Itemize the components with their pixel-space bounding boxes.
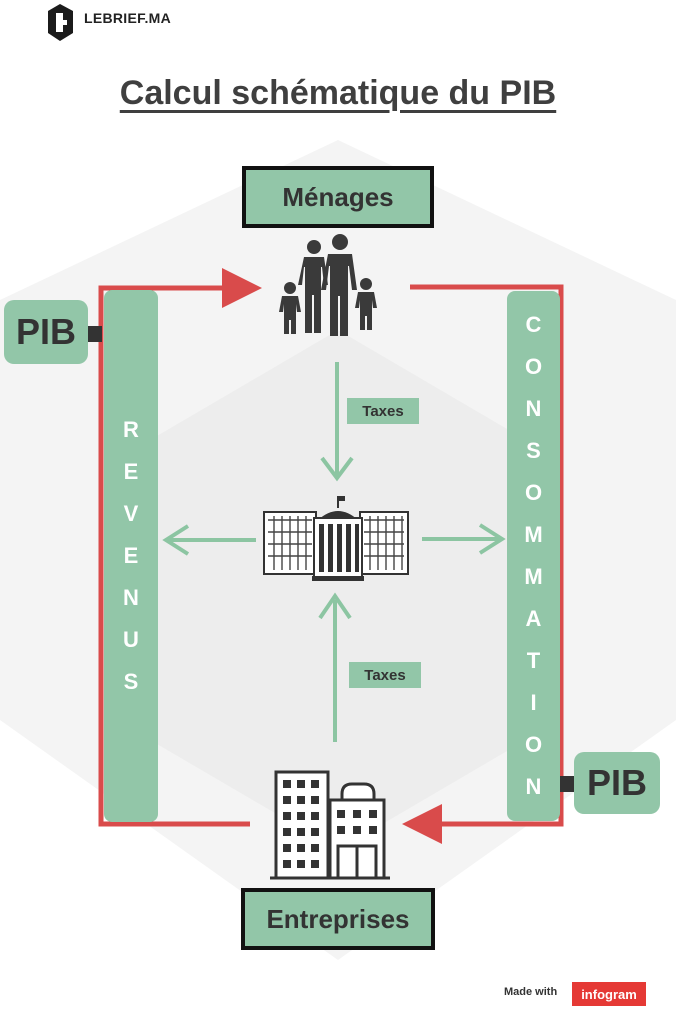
consommation-letter: N bbox=[525, 396, 542, 421]
revenus-letter: E bbox=[123, 459, 139, 484]
consommation-letter: I bbox=[530, 690, 537, 715]
revenus-letter: N bbox=[123, 585, 139, 610]
office-buildings-icon bbox=[270, 770, 390, 880]
family-icon bbox=[279, 234, 377, 336]
consommation-letter: O bbox=[524, 732, 543, 757]
flow-line-right bbox=[410, 284, 564, 827]
revenus-letter: R bbox=[123, 417, 139, 442]
brand-name: LEBRIEF.MA bbox=[84, 10, 171, 26]
consommation-letter: S bbox=[526, 438, 541, 463]
taxes-down-arrow bbox=[320, 362, 354, 482]
flow-arrow-to-menages bbox=[222, 268, 262, 308]
consommation-letter: M bbox=[524, 564, 543, 589]
state-to-revenus-arrow bbox=[162, 524, 256, 556]
pib-left-label: PIB bbox=[4, 300, 88, 364]
menages-box: Ménages bbox=[242, 166, 434, 228]
revenus-letter: E bbox=[123, 543, 139, 568]
taxes-up-arrow bbox=[318, 592, 352, 742]
page-title: Calcul schématique du PIB bbox=[119, 74, 557, 112]
consommation-letter: C bbox=[525, 312, 542, 337]
consommation-letter: N bbox=[525, 774, 542, 799]
flow-line-top-left bbox=[98, 285, 250, 827]
consommation-letter: O bbox=[524, 480, 543, 505]
consommation-letter: A bbox=[525, 606, 542, 631]
pib-right-connector bbox=[560, 776, 576, 792]
flow-arrow-to-entreprises bbox=[402, 804, 442, 844]
entreprises-box: Entreprises bbox=[241, 888, 435, 950]
revenus-letter: S bbox=[123, 669, 139, 694]
state-to-consommation-arrow bbox=[422, 523, 506, 555]
consommation-letter: O bbox=[524, 354, 543, 379]
footer-made-with: Made with bbox=[504, 986, 558, 998]
pib-right-label: PIB bbox=[574, 752, 660, 814]
infogram-badge[interactable]: infogram bbox=[572, 982, 646, 1006]
revenus-letter: U bbox=[123, 627, 139, 652]
lebrief-logo-icon bbox=[48, 4, 73, 41]
consommation-letter: M bbox=[524, 522, 543, 547]
government-building-icon bbox=[263, 496, 409, 581]
background-hexagon-inner bbox=[116, 330, 560, 850]
taxes-menages-label: Taxes bbox=[347, 398, 419, 424]
revenus-letter: V bbox=[123, 501, 139, 526]
consommation-letter: T bbox=[526, 648, 541, 673]
pib-left-connector bbox=[86, 326, 102, 342]
taxes-entreprises-label: Taxes bbox=[349, 662, 421, 688]
